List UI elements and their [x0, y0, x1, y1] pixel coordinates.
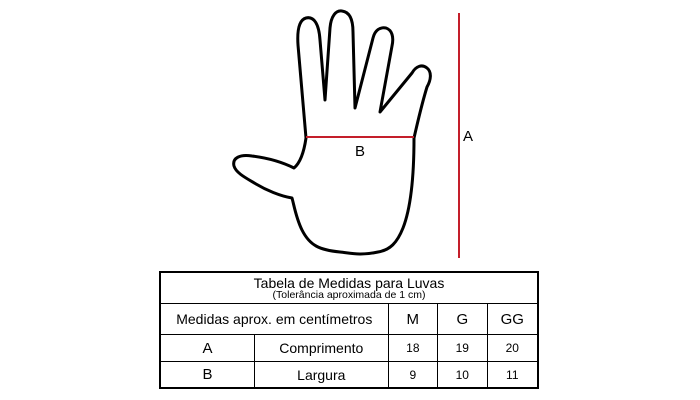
value-a-gg: 20: [505, 341, 519, 355]
value-a-g: 19: [438, 335, 488, 361]
header-measures-label: Medidas aprox. em centímetros: [161, 304, 389, 334]
glove-size-table: Tabela de Medidas para Luvas (Tolerância…: [159, 271, 539, 389]
header-size-gg: GG: [500, 310, 524, 328]
table-title-row: Tabela de Medidas para Luvas (Tolerância…: [161, 273, 537, 304]
row-key-a: A: [161, 335, 255, 361]
row-name-length: Comprimento: [255, 335, 389, 361]
table-row: A Comprimento 18 19 20: [161, 335, 537, 362]
value-a-m: 18: [389, 335, 439, 361]
header-size-m: M: [389, 304, 439, 334]
row-key-b: B: [161, 362, 255, 387]
header-size-g: G: [438, 304, 488, 334]
table-row: B Largura 9 10 11: [161, 362, 537, 387]
table-title: Tabela de Medidas para Luvas: [253, 274, 445, 291]
table-header-row: Medidas aprox. em centímetros M G GG: [161, 304, 537, 335]
table-subtitle: (Tolerância aproximada de 1 cm): [272, 288, 426, 301]
value-b-gg: 11: [506, 367, 519, 382]
hand-outline: [232, 9, 432, 256]
row-name-width: Largura: [255, 362, 389, 387]
label-b: B: [355, 143, 365, 160]
label-a: A: [463, 128, 473, 145]
hand-diagram: B A: [232, 9, 473, 258]
value-b-m: 9: [389, 362, 439, 387]
value-b-g: 10: [438, 362, 488, 387]
